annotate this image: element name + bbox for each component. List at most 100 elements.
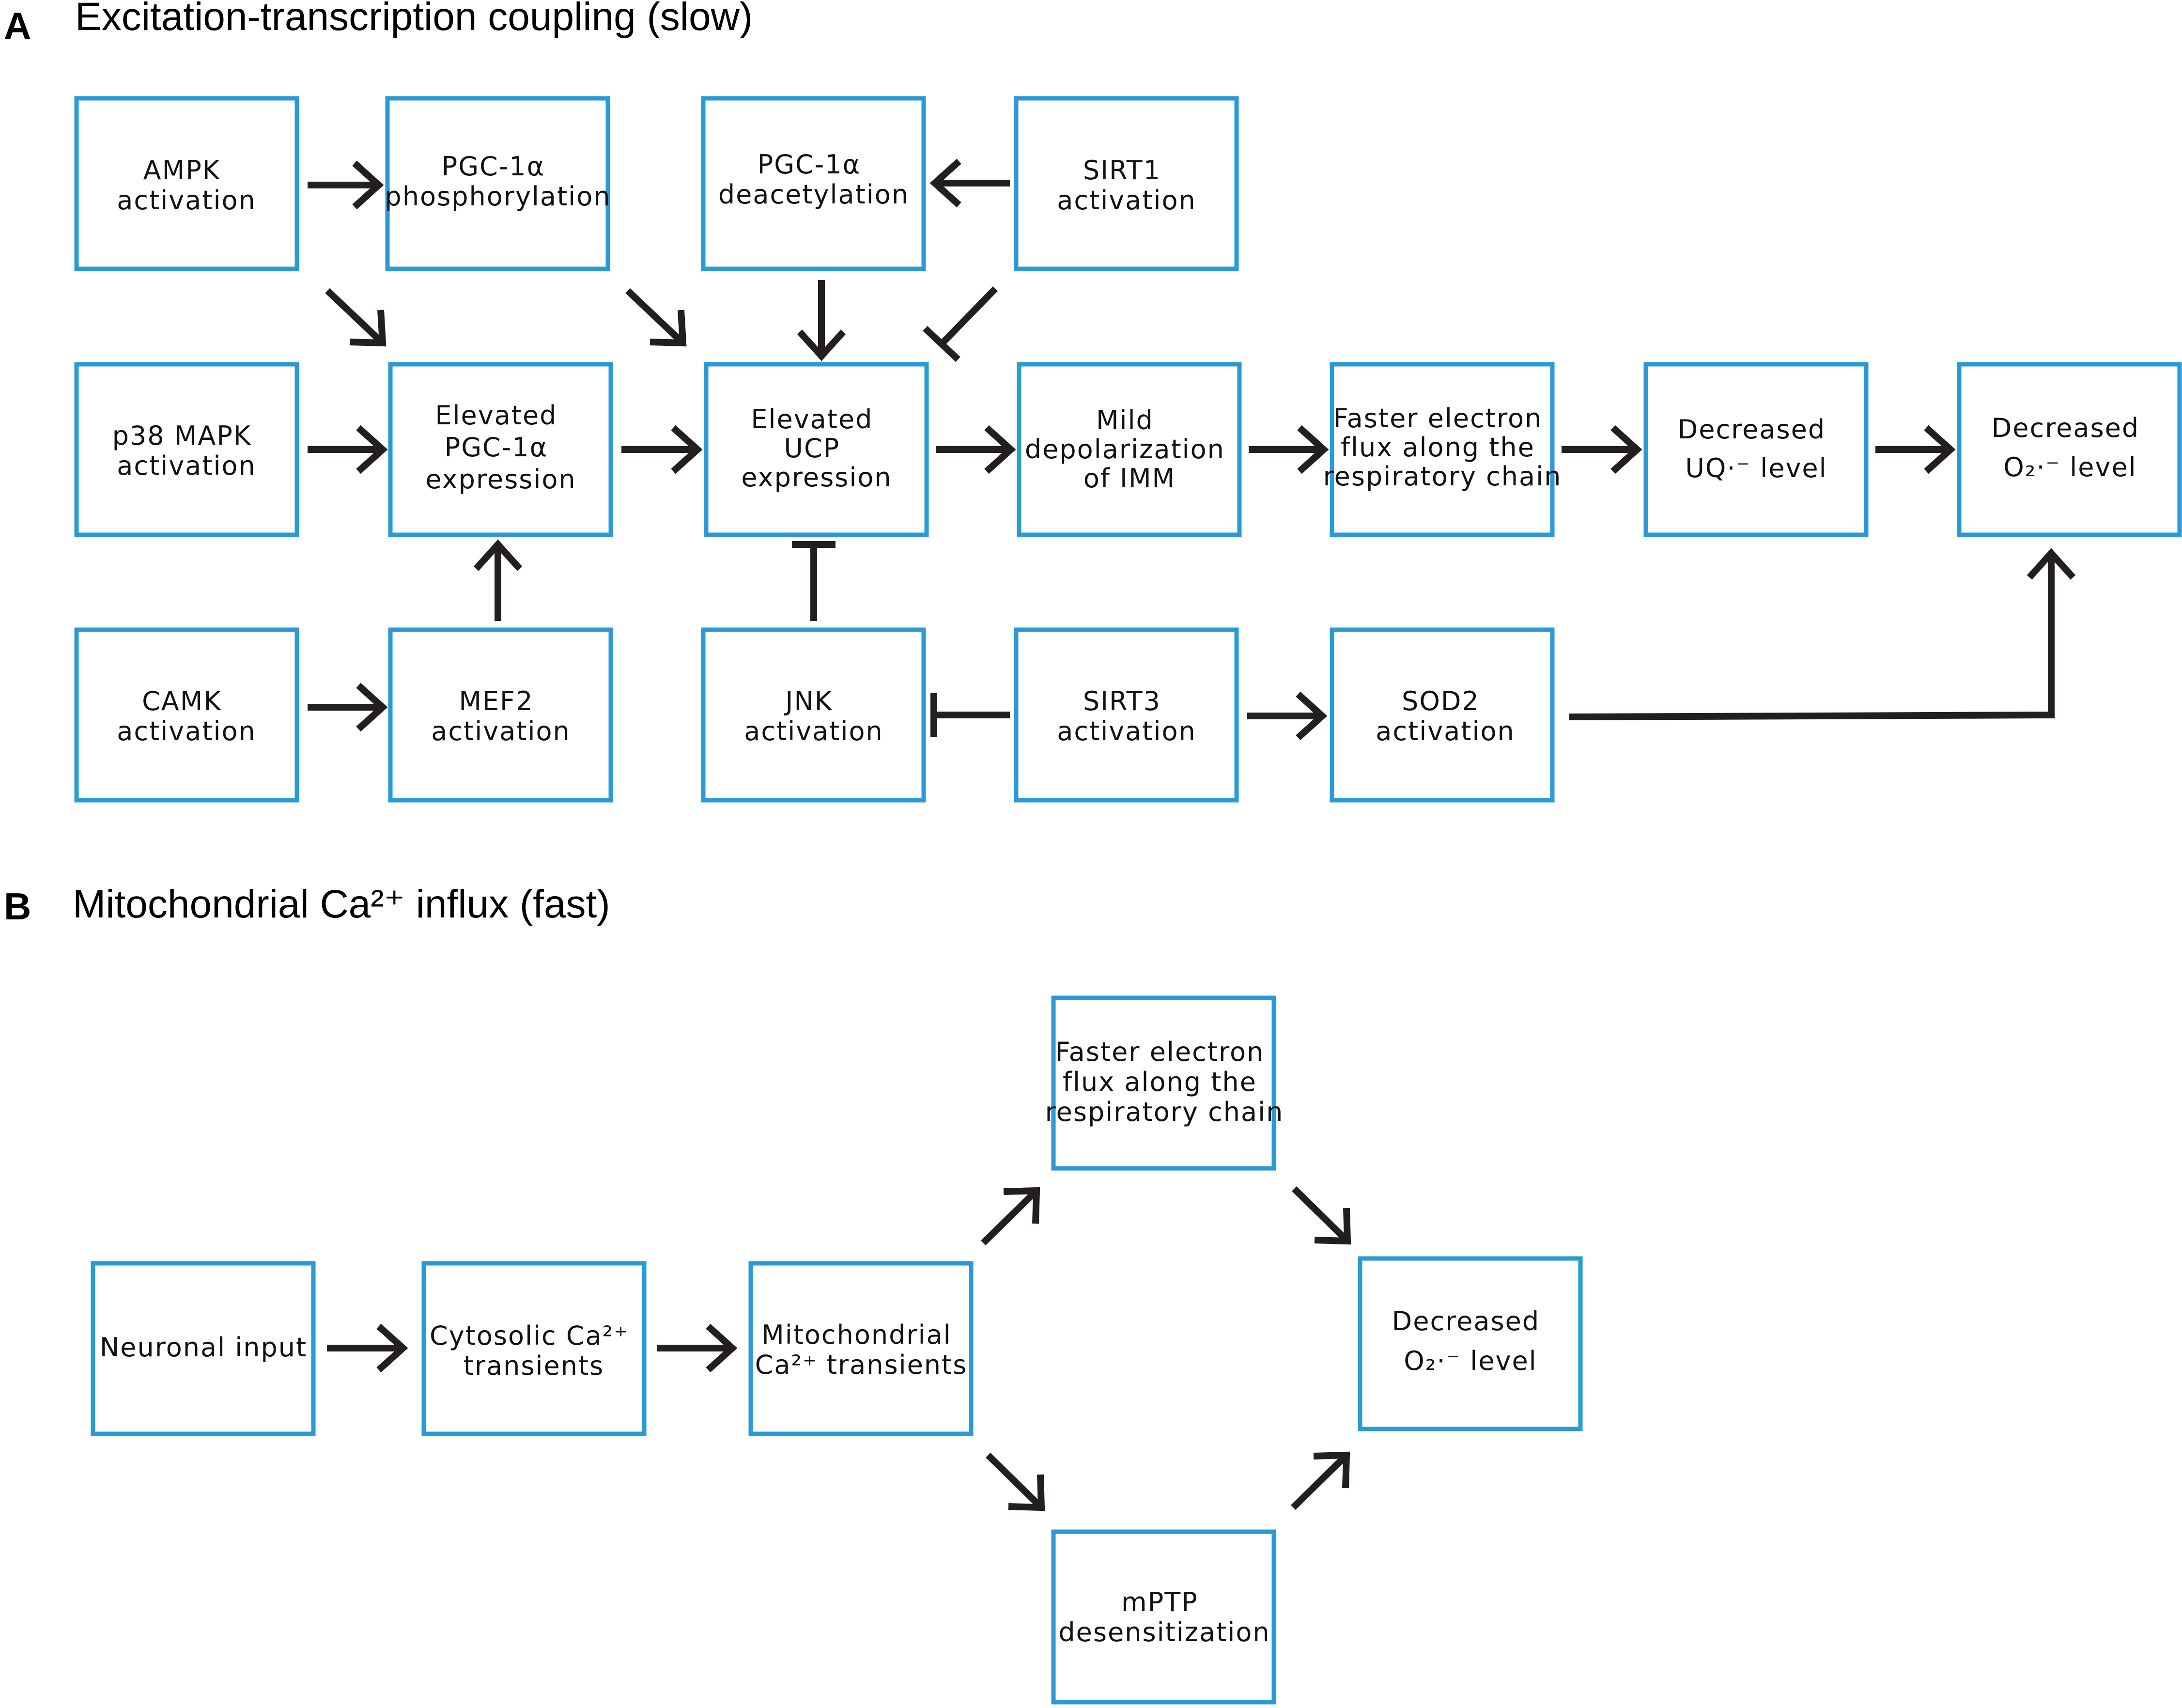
node-label-line: Ca²⁺ transients xyxy=(755,1350,968,1380)
node-label-line: Decreased xyxy=(1392,1306,1540,1336)
svg-text:Decreased UQ·⁻ level: Decreased UQ·⁻ level xyxy=(1678,414,1835,483)
node-pgc1a-deacetylation: PGC-1α deacetylation xyxy=(701,96,926,271)
node-label-line: Decreased xyxy=(1992,413,2139,443)
node-label-line: transients xyxy=(464,1351,604,1381)
node-label-line: activation xyxy=(1057,716,1196,746)
svg-text:Mild depolarization: Mild depolarization of IMM xyxy=(1025,405,1234,494)
node-label-line: Elevated xyxy=(751,404,873,435)
edge-ampk-to-elevated-pgc1a xyxy=(325,288,387,347)
svg-text:Faster electron flux a: Faster electron flux along the respirato… xyxy=(1045,1037,1284,1127)
node-label-line: AMPK xyxy=(143,155,221,186)
svg-text:Cytosolic Ca²⁺ transie: Cytosolic Ca²⁺ transients xyxy=(430,1320,638,1381)
node-label-line: respiratory chain xyxy=(1323,461,1562,492)
node-label-line: PGC-1α xyxy=(442,151,545,182)
edge-cytosolic-to-mitochondrial-ca xyxy=(657,1323,738,1373)
svg-text:SOD2 activation: SOD2 activation xyxy=(1376,686,1515,746)
edge-sirt1-inhibits-ucp xyxy=(923,286,998,362)
edge-electron-flux-to-decreased-uq xyxy=(1562,425,1642,474)
node-label-line: PGC-1α xyxy=(445,432,548,463)
edge-ampk-to-pgc1a-phosphorylation xyxy=(308,160,384,210)
node-label-line: Neuronal input xyxy=(100,1332,307,1363)
node-label-line: Mitochondrial xyxy=(761,1320,952,1350)
panel-b: B Mitochondrial Ca²⁺ influx (fast) Neuro… xyxy=(4,882,1583,1705)
node-label-line: Decreased xyxy=(1678,414,1826,445)
node-mitochondrial-ca-transients: Mitochondrial Ca²⁺ transients xyxy=(748,1261,974,1436)
node-label-line: mPTP xyxy=(1121,1587,1198,1617)
svg-text:Decreased O₂·⁻ level: Decreased O₂·⁻ level xyxy=(1392,1306,1549,1376)
node-label-line: Elevated xyxy=(435,400,557,431)
panel-letter-b: B xyxy=(4,885,31,928)
svg-text:p38 MAPK activation: p38 MAPK activation xyxy=(112,420,261,481)
edge-p38-to-elevated-pgc1a xyxy=(308,425,388,474)
node-label-line: MEF2 xyxy=(459,686,533,716)
node-decreased-o2-level-a: Decreased O₂·⁻ level xyxy=(1957,362,2182,537)
edge-mptp-to-decreased-o2-b xyxy=(1291,1451,1350,1510)
svg-text:MEF2 activation: MEF2 activation xyxy=(431,686,570,746)
node-label-line: activation xyxy=(744,716,883,746)
node-label-line: expression xyxy=(741,462,892,493)
node-label-line: O₂·⁻ level xyxy=(1404,1346,1537,1376)
edge-electron-flux-to-decreased-o2-b xyxy=(1292,1186,1351,1245)
svg-text:Faster electron flux a: Faster electron flux along the respirato… xyxy=(1323,403,1562,492)
node-mild-depolarization-imm: Mild depolarization of IMM xyxy=(1017,362,1242,537)
node-sirt1-activation: SIRT1 activation xyxy=(1014,96,1239,271)
node-label-line: Faster electron xyxy=(1055,1037,1265,1067)
node-label-line: activation xyxy=(1376,716,1515,746)
svg-text:CAMK activation: CAMK activation xyxy=(117,686,256,746)
node-label-line: desensitization xyxy=(1058,1617,1270,1647)
node-label-line: expression xyxy=(425,464,576,495)
node-label-line: activation xyxy=(117,716,256,746)
edge-depolarization-to-electron-flux xyxy=(1249,425,1329,474)
edge-sirt3-to-sod2 xyxy=(1247,691,1328,741)
node-faster-electron-flux-b: Faster electron flux along the respirato… xyxy=(1045,995,1284,1171)
node-faster-electron-flux-a: Faster electron flux along the respirato… xyxy=(1323,362,1562,537)
panel-title-b: Mitochondrial Ca²⁺ influx (fast) xyxy=(73,882,610,926)
node-ampk-activation: AMPK activation xyxy=(74,96,299,271)
node-camk-activation: CAMK activation xyxy=(74,627,299,803)
node-sod2-activation: SOD2 activation xyxy=(1330,627,1555,803)
node-label-line: activation xyxy=(1057,185,1196,216)
edge-mitochondrial-ca-to-electron-flux xyxy=(981,1187,1040,1245)
node-label-line: Mild xyxy=(1096,405,1154,435)
svg-text:AMPK activation: AMPK activation xyxy=(117,155,256,216)
node-decreased-o2-level-b: Decreased O₂·⁻ level xyxy=(1358,1256,1583,1431)
node-label-line: CAMK xyxy=(142,686,222,716)
node-label-line: of IMM xyxy=(1083,463,1176,494)
edge-camk-to-mef2 xyxy=(308,683,388,732)
node-label-line: phosphorylation xyxy=(385,181,611,212)
node-elevated-ucp-expression: Elevated UCP expression xyxy=(704,362,929,537)
node-label-line: Faster electron xyxy=(1333,403,1543,434)
svg-text:JNK activation: JNK activation xyxy=(744,686,883,746)
node-label-line: JNK xyxy=(784,686,833,716)
edge-ucp-to-depolarization xyxy=(936,425,1016,474)
edge-elevated-pgc1a-to-ucp xyxy=(621,425,703,474)
node-label-line: SIRT3 xyxy=(1083,686,1161,716)
node-label-line: activation xyxy=(117,450,256,481)
node-label-line: O₂·⁻ level xyxy=(2003,452,2136,482)
panel-a: A Excitation-transcription coupling (slo… xyxy=(4,0,2182,803)
node-decreased-uq-level: Decreased UQ·⁻ level xyxy=(1643,362,1869,537)
panel-title-a: Excitation-transcription coupling (slow) xyxy=(75,0,753,39)
svg-text:Decreased O₂·⁻ level: Decreased O₂·⁻ level xyxy=(1992,413,2149,482)
svg-text:Neuronal input: Neuronal input xyxy=(100,1332,307,1363)
node-label-line: SOD2 xyxy=(1402,686,1480,716)
node-mptp-desensitization: mPTP desensitization xyxy=(1051,1529,1276,1705)
edge-sirt1-to-pgc1a-deacetylation xyxy=(929,158,1010,208)
node-label-line: PGC-1α xyxy=(758,149,861,180)
node-mef2-activation: MEF2 activation xyxy=(388,627,613,803)
node-label-line: respiratory chain xyxy=(1045,1097,1284,1127)
panel-letter-a: A xyxy=(4,4,31,47)
edge-mef2-to-elevated-pgc1a xyxy=(473,539,523,621)
svg-text:SIRT1 activation: SIRT1 activation xyxy=(1057,155,1196,216)
node-elevated-pgc1a-expression: Elevated PGC-1α expression xyxy=(388,362,613,537)
node-label-line: flux along the xyxy=(1063,1067,1257,1097)
node-cytosolic-ca-transients: Cytosolic Ca²⁺ transients xyxy=(421,1261,647,1436)
svg-text:Elevated UCP e: Elevated UCP expression xyxy=(741,404,892,493)
panel-a-edges xyxy=(308,158,2076,741)
node-pgc1a-phosphorylation: PGC-1α phosphorylation xyxy=(385,96,611,271)
node-label-line: SIRT1 xyxy=(1083,155,1161,186)
svg-text:SIRT3 activation: SIRT3 activation xyxy=(1057,686,1196,746)
svg-text:mPTP desensitization: mPTP desensitization xyxy=(1058,1587,1270,1647)
edge-sod2-to-decreased-o2 xyxy=(1569,548,2076,720)
